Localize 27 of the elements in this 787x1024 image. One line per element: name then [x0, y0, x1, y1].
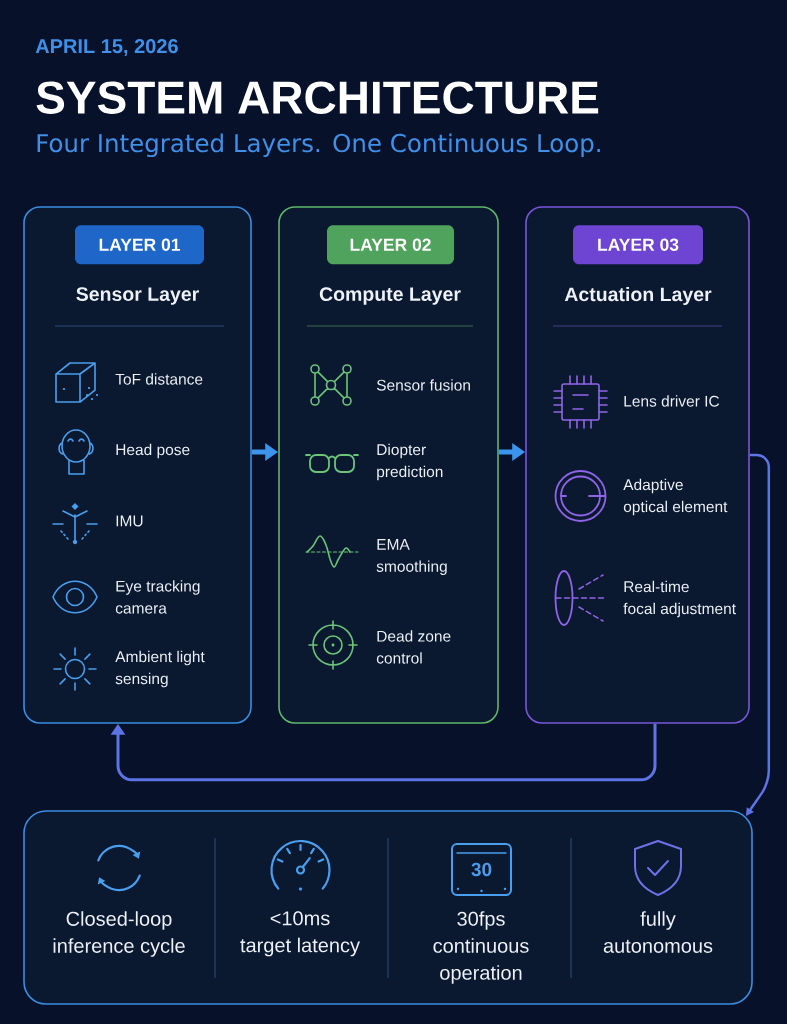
- feature-label: fully autonomous: [603, 911, 713, 953]
- panel-heading: Sensor Layer: [76, 287, 199, 305]
- layer-badge: LAYER 03: [573, 225, 703, 265]
- item-label: Diopter prediction: [377, 443, 443, 481]
- item-label: Sensor fusion: [376, 379, 470, 391]
- item-label: IMU: [116, 515, 143, 527]
- item-label: Head pose: [116, 443, 190, 459]
- layer-badge: LAYER 01: [75, 225, 204, 265]
- item-label: Adaptive optical element: [623, 478, 728, 516]
- item-label: ToF distance: [115, 373, 203, 385]
- item-label: Lens driver IC: [624, 395, 720, 407]
- item-label: EMA smoothing: [376, 539, 447, 575]
- layer-badge: LAYER 02: [327, 225, 454, 265]
- feature-label: <10ms target latency: [240, 911, 360, 957]
- item-label: Eye tracking camera: [115, 580, 200, 614]
- item-label: Ambient light sensing: [115, 650, 205, 688]
- feature-label: Closed-loop inference cycle: [53, 911, 185, 957]
- item-label: Dead zone control: [376, 630, 451, 664]
- title: SYSTEM ARCHITECTURE: [36, 81, 599, 114]
- subtitle: Four Integrated Layers. One Continuous Loop.: [37, 133, 600, 158]
- date-label: APRIL 15, 2026: [35, 39, 178, 57]
- panel-heading: Actuation Layer: [564, 286, 712, 306]
- feature-label: 30fps continuous operation: [433, 911, 529, 984]
- arrow: [110, 723, 657, 782]
- calendar-box: 30: [451, 843, 512, 896]
- item-label: Real-time focal adjustment: [623, 580, 736, 618]
- panel-heading: Compute Layer: [319, 287, 461, 305]
